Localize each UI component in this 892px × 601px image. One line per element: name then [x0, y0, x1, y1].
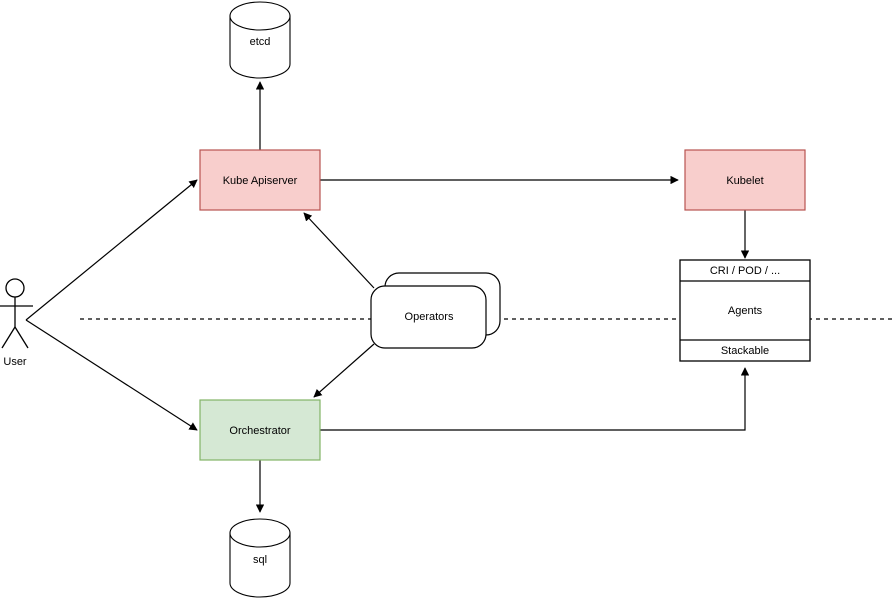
node-sql[interactable]: sql — [229, 518, 291, 598]
edge-orchestrator-to-stackable — [320, 367, 750, 431]
edge-operators-to-orchestrator — [313, 343, 375, 398]
edge-user-to-orchestrator — [25, 319, 198, 431]
node-operators[interactable]: Operators — [370, 272, 501, 349]
actor-leg-right-icon — [14, 326, 29, 349]
actor-head-icon — [5, 278, 25, 298]
node-orchestrator[interactable]: Orchestrator — [199, 399, 321, 461]
node-kubelet[interactable]: Kubelet — [684, 149, 806, 211]
node-agents-group[interactable]: CRI / POD / ... Agents Stackable — [679, 259, 811, 362]
actor-leg-left-icon — [1, 326, 16, 349]
edge-user-to-apiserver — [25, 179, 198, 321]
node-etcd[interactable]: etcd — [229, 1, 291, 79]
node-kube-apiserver[interactable]: Kube Apiserver — [199, 149, 321, 211]
node-user-label: User — [3, 356, 27, 368]
edge-operators-to-apiserver — [303, 212, 375, 289]
node-user-actor[interactable]: User — [0, 278, 33, 368]
